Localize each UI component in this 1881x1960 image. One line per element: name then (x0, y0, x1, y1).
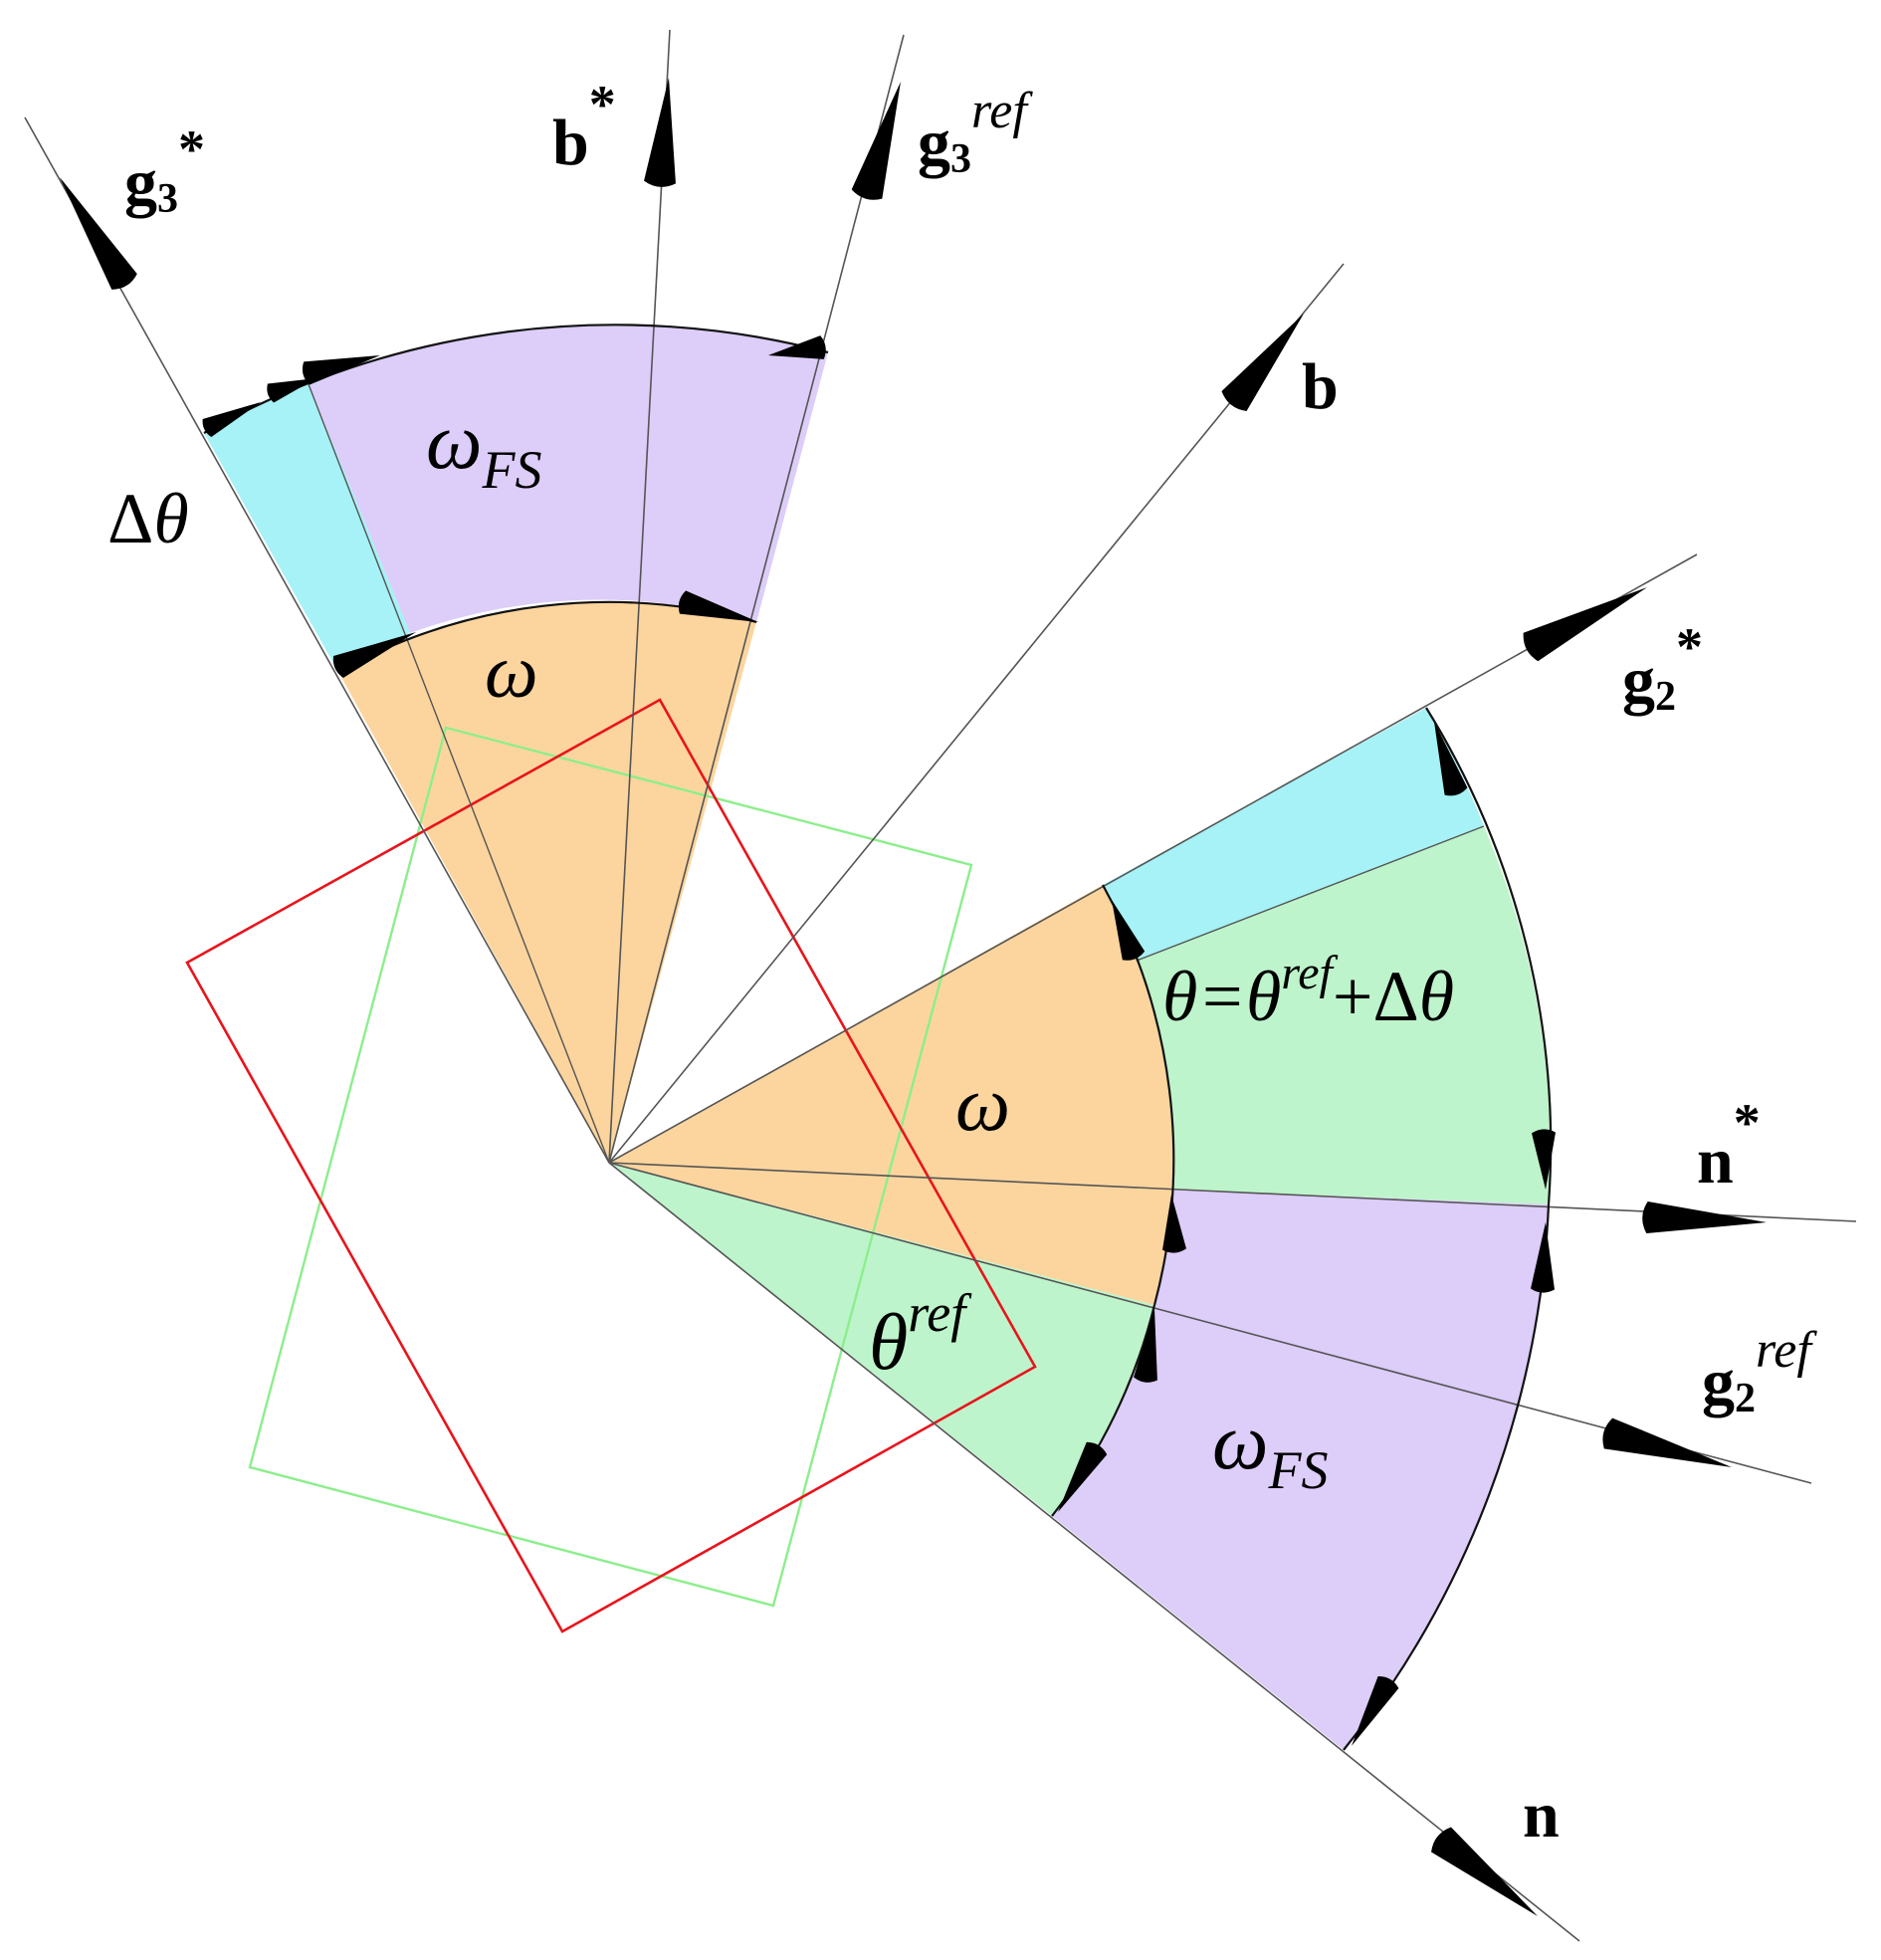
ray-g2-star (608, 553, 1698, 1164)
arrowhead-17 (1531, 1222, 1555, 1293)
ray-n (608, 1162, 1580, 1942)
arrowhead-9 (302, 355, 380, 385)
label-n-star: n* (1697, 1093, 1761, 1198)
arrowhead-18 (1162, 1195, 1186, 1253)
red-frame-rectangle (185, 698, 1037, 1633)
arrowhead-11 (202, 402, 261, 438)
wedge-regions (204, 325, 1551, 1750)
arrowhead-19 (1134, 1309, 1157, 1383)
ray-g3-star (24, 116, 610, 1164)
arrowheads (60, 78, 1767, 1916)
ray-b (608, 263, 1345, 1164)
arrowhead-14 (1112, 900, 1146, 961)
arrowhead-7 (1431, 1827, 1538, 1916)
delta-theta-band-right (1103, 708, 1484, 961)
arrowhead-10 (267, 378, 316, 403)
arrowhead-15 (1434, 722, 1468, 796)
arrowhead-1 (644, 78, 676, 187)
label-omega-top: ω (485, 630, 538, 714)
label-omega-right: ω (955, 1060, 1010, 1147)
green-frame-rectangle (248, 726, 973, 1608)
theta-ref-wedge (609, 1163, 1154, 1516)
label-omega-fs-top: ωFS (426, 398, 541, 500)
label-n: n (1523, 1779, 1560, 1851)
arrowhead-5 (1642, 1201, 1767, 1233)
omega-fs-band-top (309, 325, 828, 633)
axis-rays (24, 29, 1857, 1942)
arrowhead-20 (1058, 1441, 1108, 1512)
label-g3-star: g3* (124, 119, 205, 222)
inner-radial-edges (308, 383, 1485, 1164)
omega-wedge-top (338, 601, 756, 1163)
ray-b-star (608, 29, 671, 1164)
arrowhead-3 (1221, 314, 1304, 411)
label-g2-star: g2* (1622, 617, 1703, 720)
label-omega-fs-bottom: ωFS (1212, 1399, 1328, 1500)
delta-theta-band-top (204, 384, 410, 672)
arrowhead-13 (332, 632, 416, 678)
arrowhead-2 (851, 82, 901, 200)
label-b-star: b* (552, 75, 616, 179)
arrowhead-6 (1602, 1417, 1732, 1467)
label-g3-ref: g3ref (918, 83, 1033, 182)
label-theta-ref: θref (869, 1283, 972, 1387)
arrowhead-16 (1532, 1129, 1556, 1190)
omega-wedge-right (609, 885, 1174, 1305)
omega-fs-band-bottom (1052, 1190, 1549, 1750)
labels: g3* b* g3ref b g2* n* g2ref n ωFS (107, 75, 1817, 1851)
label-delta-theta: Δθ (107, 479, 189, 558)
label-theta-equation: θ=θref+Δθ (1162, 947, 1454, 1036)
label-g2-ref: g2ref (1702, 1322, 1817, 1421)
arrowhead-0 (60, 177, 137, 290)
arrowhead-4 (1523, 587, 1647, 662)
label-b: b (1302, 350, 1339, 423)
ray-g3-ref (608, 34, 905, 1164)
arrowhead-8 (768, 335, 826, 359)
arrowhead-12 (678, 590, 758, 622)
arrowhead-21 (1352, 1675, 1399, 1746)
